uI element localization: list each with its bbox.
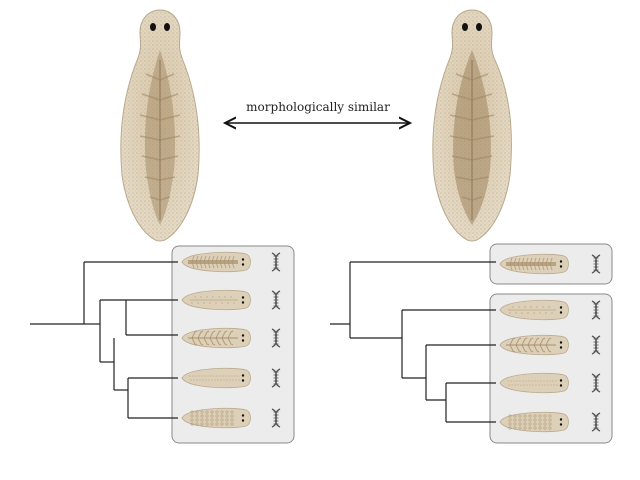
eye-icon	[241, 419, 245, 422]
eye-icon	[559, 418, 563, 421]
eye-icon	[241, 301, 245, 304]
eye-icon	[559, 341, 563, 344]
dna-icon	[271, 290, 281, 310]
species-worm	[499, 372, 569, 394]
dna-icon	[271, 408, 281, 428]
eye-icon	[559, 311, 563, 314]
species-layer	[181, 251, 601, 433]
eye-icon	[476, 23, 482, 31]
species-worm	[181, 327, 251, 349]
comparison-label: morphologically similar	[246, 100, 390, 114]
eye-icon	[241, 258, 245, 261]
eye-icon	[241, 414, 245, 417]
species-worm	[181, 367, 251, 389]
species-worm	[499, 299, 569, 321]
eye-icon	[559, 260, 563, 263]
dna-icon	[591, 300, 601, 320]
eye-icon	[241, 296, 245, 299]
eye-icon	[559, 423, 563, 426]
dna-icon	[591, 412, 601, 432]
dna-icon	[271, 252, 281, 272]
dna-icon	[271, 328, 281, 348]
eye-icon	[241, 263, 245, 266]
dna-icon	[591, 373, 601, 393]
eye-icon	[150, 23, 156, 31]
species-worm	[499, 411, 569, 433]
species-worm	[181, 251, 251, 273]
eye-icon	[559, 384, 563, 387]
left-phylogeny	[30, 245, 295, 444]
dna-icon	[591, 335, 601, 355]
dna-icon	[591, 254, 601, 274]
species-worm	[499, 334, 569, 356]
species-worm	[499, 253, 569, 275]
eye-icon	[241, 374, 245, 377]
eye-icon	[559, 379, 563, 382]
tree-branches	[30, 261, 178, 419]
right-phylogeny	[330, 243, 613, 444]
clade-box	[489, 293, 613, 444]
eye-icon	[559, 346, 563, 349]
eye-icon	[241, 334, 245, 337]
eye-icon	[241, 339, 245, 342]
species-worm	[181, 289, 251, 311]
eye-icon	[462, 23, 468, 31]
eye-icon	[164, 23, 170, 31]
dna-icon	[271, 368, 281, 388]
flatworm-left	[120, 9, 200, 242]
tree-branches	[330, 261, 496, 423]
eye-icon	[559, 306, 563, 309]
species-worm	[181, 407, 251, 429]
eye-icon	[241, 379, 245, 382]
eye-icon	[559, 265, 563, 268]
flatworm-right	[432, 9, 512, 242]
